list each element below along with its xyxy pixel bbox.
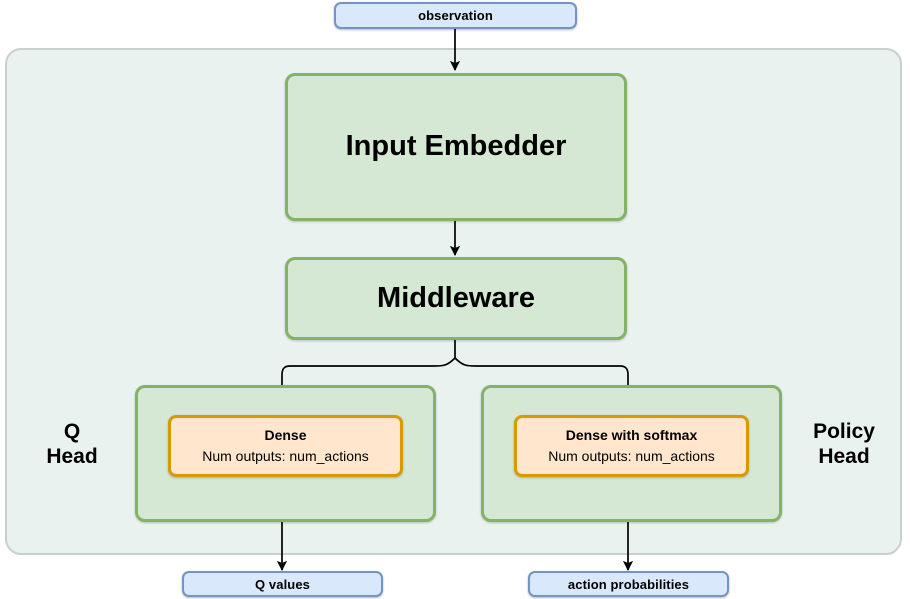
policy-head-dense-node[interactable]: Dense with softmax Num outputs: num_acti… [514,415,749,477]
action-probabilities-node[interactable]: action probabilities [528,571,729,597]
policy-head-container[interactable]: Dense with softmax Num outputs: num_acti… [481,385,782,522]
q-head-dense-subtitle: Num outputs: num_actions [202,448,369,465]
middleware-label: Middleware [377,281,535,314]
action-probabilities-label: action probabilities [567,576,690,592]
q-head-caption: Q Head [46,420,98,468]
policy-head-dense-title: Dense with softmax [565,426,698,443]
q-values-label: Q values [255,576,310,592]
middleware-node[interactable]: Middleware [285,257,627,340]
q-head-dense-node[interactable]: Dense Num outputs: num_actions [168,415,403,477]
policy-head-dense-subtitle: Num outputs: num_actions [548,448,715,465]
q-values-node[interactable]: Q values [182,571,383,597]
q-head-container[interactable]: Dense Num outputs: num_actions [135,385,436,522]
policy-head-caption: Policy Head [813,420,875,468]
input-embedder-node[interactable]: Input Embedder [285,73,627,221]
observation-label: observation [418,8,493,23]
input-embedder-label: Input Embedder [345,130,567,163]
observation-node[interactable]: observation [334,2,577,29]
q-head-dense-title: Dense [264,426,307,443]
